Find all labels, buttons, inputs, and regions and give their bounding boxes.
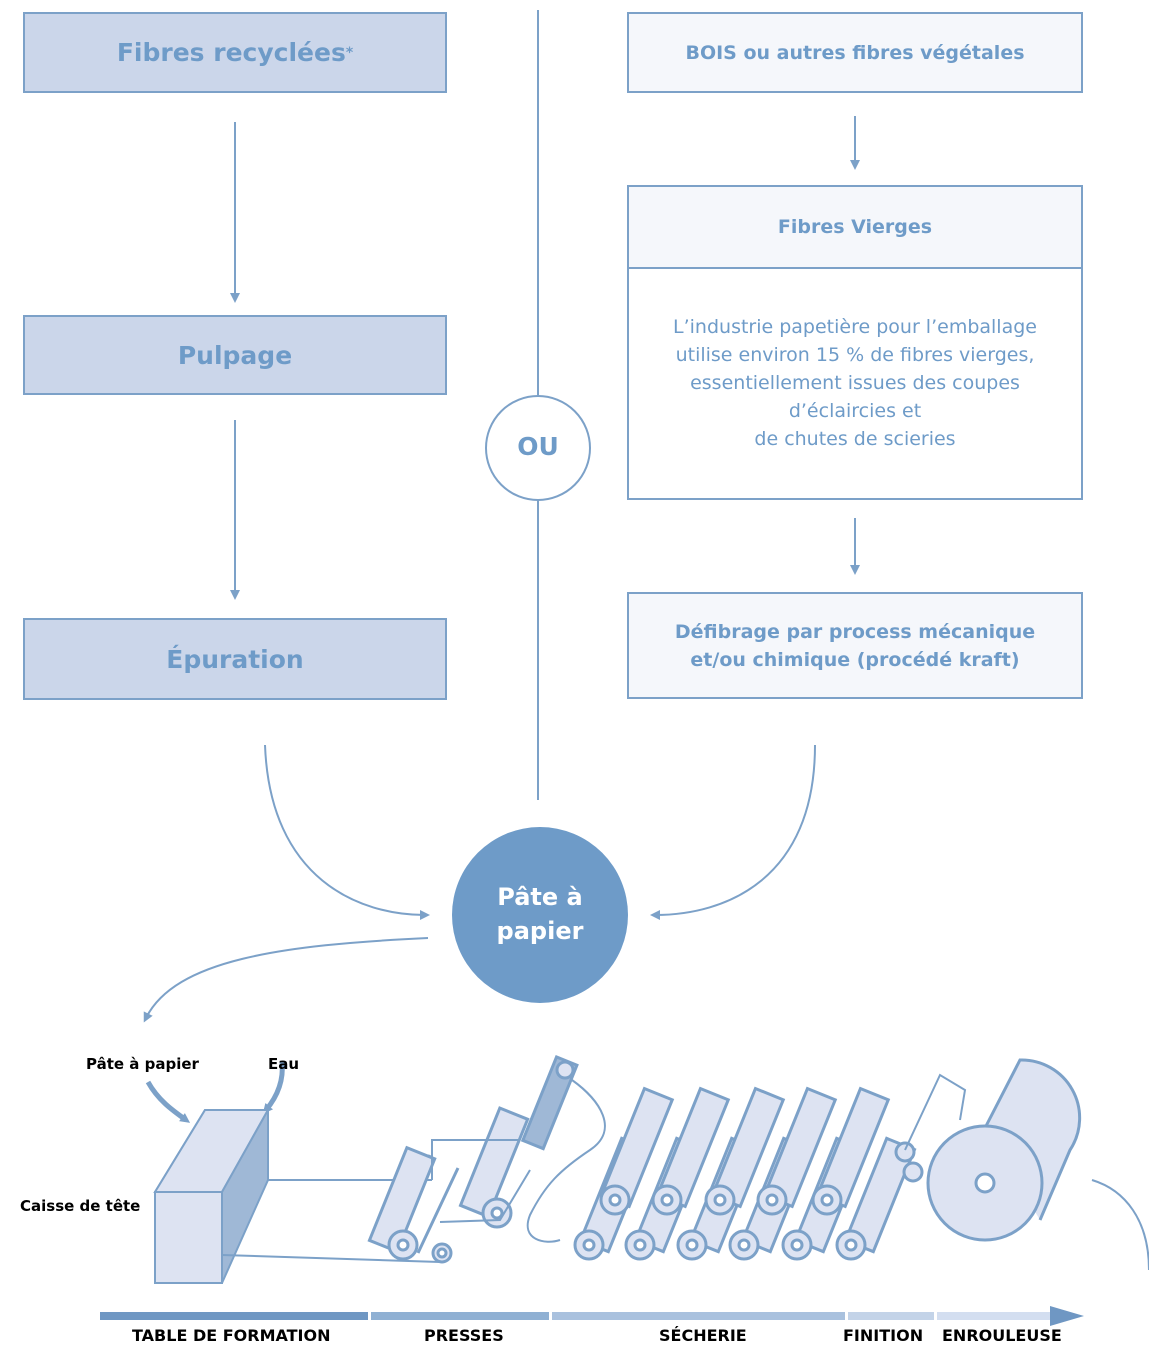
wood-label: BOIS ou autres fibres végétales — [685, 41, 1025, 64]
pulping-box: Pulpage — [23, 315, 447, 395]
virgin-desc-line-3: essentiellement issues des coupes — [690, 372, 1020, 394]
stage-bar-dryer — [552, 1312, 845, 1320]
arrow-pulp-input — [145, 1080, 191, 1123]
purification-label: Épuration — [166, 644, 304, 674]
defibering-line-2: et/ou chimique (procédé kraft) — [690, 648, 1020, 671]
pulping-label: Pulpage — [177, 340, 293, 370]
headbox-block — [153, 1106, 270, 1284]
virgin-fibres-desc-box — [627, 267, 1083, 500]
pulp-label-line-1: Pâte à — [497, 883, 583, 911]
stage-label-reel: ENROULEUSE — [942, 1326, 1062, 1345]
virgin-fibres-title: Fibres Vierges — [777, 216, 933, 238]
purification-box: Épuration — [23, 618, 447, 700]
curve-left-to-pulp — [264, 744, 430, 920]
input-water-label: Eau — [268, 1055, 300, 1073]
stage-bar-reel — [937, 1312, 1052, 1320]
reel-roll — [926, 1058, 1082, 1242]
defibering-box: Défibrage par process mécanique et/ou ch… — [627, 592, 1083, 699]
recycled-fibres-box: Fibres recyclées* — [23, 12, 447, 93]
press-felt — [431, 1139, 531, 1223]
ou-label: OU — [517, 432, 559, 461]
defibering-line-1: Défibrage par process mécanique — [674, 620, 1036, 643]
stage-label-forming: TABLE DE FORMATION — [132, 1326, 331, 1345]
ou-circle — [485, 395, 591, 501]
virgin-desc-line-1: L’industrie papetière pour l’emballage — [673, 316, 1037, 338]
finishing-rolls — [894, 1141, 924, 1183]
stage-bar-arrowhead — [1050, 1306, 1084, 1326]
virgin-desc-line-2: utilise environ 15 % de fibres vierges, — [675, 344, 1035, 366]
stage-bar-forming — [100, 1312, 368, 1320]
virgin-fibres-title-box: Fibres Vierges — [627, 185, 1083, 269]
headbox-label: Caisse de tête — [20, 1197, 141, 1215]
wood-box: BOIS ou autres fibres végétales — [627, 12, 1083, 93]
virgin-desc-line-5: de chutes de scieries — [754, 428, 956, 450]
pulp-label-line-2: papier — [496, 917, 584, 945]
press-rollers — [367, 1054, 579, 1264]
pulp-label: Pâte à papier — [452, 880, 628, 948]
virgin-fibres-description: L’industrie papetière pour l’emballage u… — [640, 313, 1070, 453]
recycled-fibres-label: Fibres recyclées — [116, 38, 346, 67]
virgin-desc-line-4: d’éclaircies et — [788, 400, 922, 422]
curve-pulp-to-machine — [143, 937, 429, 1023]
reel-exit-curve — [1091, 1179, 1149, 1271]
finishing-sheet — [904, 1073, 967, 1151]
recycled-fibres-footnote-mark: * — [345, 44, 354, 61]
stage-label-presses: PRESSES — [424, 1326, 504, 1345]
stage-label-finishing: FINITION — [843, 1326, 924, 1345]
stage-bar-presses — [371, 1312, 549, 1320]
dryer-cylinders — [573, 1086, 917, 1261]
stage-label-dryer: SÉCHERIE — [659, 1326, 747, 1345]
arrow-water-input — [262, 1061, 285, 1114]
curve-right-to-pulp — [650, 744, 816, 920]
pulp-circle — [452, 827, 628, 1003]
forming-wire-bottom — [221, 1254, 441, 1263]
input-pulp-label: Pâte à papier — [86, 1055, 199, 1073]
paper-sheet-path — [526, 1079, 606, 1243]
stage-bar-finishing — [848, 1312, 934, 1320]
